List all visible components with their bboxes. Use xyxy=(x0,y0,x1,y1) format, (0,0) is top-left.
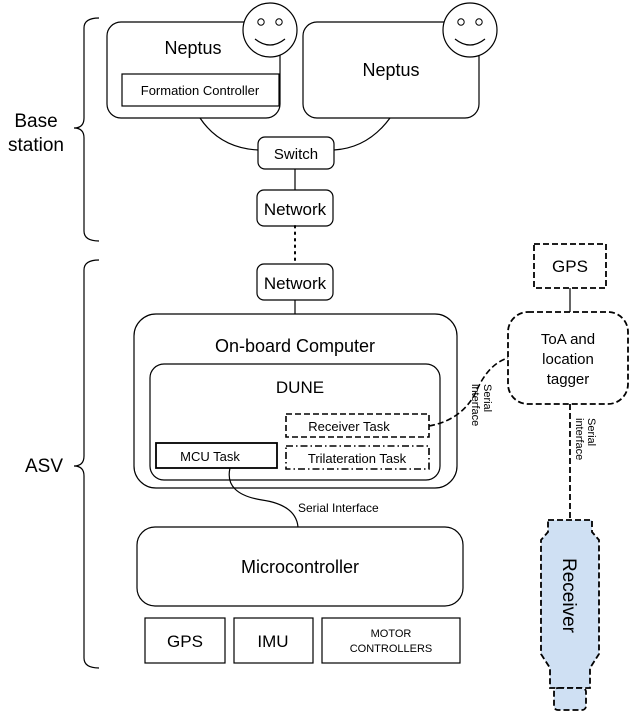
gps-asv-box xyxy=(144,617,226,664)
base-station-label-line1: Base xyxy=(14,111,57,132)
switch-label: Switch xyxy=(274,146,318,163)
motor-controllers-label-line2: CONTROLLERS xyxy=(350,643,433,655)
network-base-label: Network xyxy=(264,200,327,219)
neptus-left-label: Neptus xyxy=(164,38,221,58)
mcu-to-microcontroller-line xyxy=(228,467,299,528)
onboard-computer-label: On-board Computer xyxy=(215,336,375,356)
gps-asv-label: GPS xyxy=(167,632,203,651)
microcontroller-label: Microcontroller xyxy=(241,557,359,577)
neptus-right-box xyxy=(302,21,480,119)
trilateration-task-label: Trilateration Task xyxy=(308,451,407,466)
user-left-smiley-icon xyxy=(242,2,298,58)
serial-interface-left-line1: Serial xyxy=(481,384,493,412)
serial-interface-left-line2: interface xyxy=(469,384,481,426)
motor-controllers-box xyxy=(321,617,461,664)
neptus-left-to-switch-line xyxy=(199,117,259,151)
formation-controller-box xyxy=(121,73,280,107)
mcu-task-label: MCU Task xyxy=(180,449,240,464)
toa-tagger-label-line3: tagger xyxy=(547,371,590,388)
neptus-right-to-switch-line xyxy=(333,117,391,151)
dune-label: DUNE xyxy=(276,378,324,397)
network-asv-label: Network xyxy=(264,274,327,293)
mcu-task-box xyxy=(155,442,278,469)
neptus-right-label: Neptus xyxy=(362,60,419,80)
toa-tagger-label-line1: ToA and xyxy=(541,331,595,348)
receiver-task-label: Receiver Task xyxy=(308,419,390,434)
asv-brace xyxy=(73,259,100,669)
receiver-label: Receiver xyxy=(558,558,579,634)
imu-label: IMU xyxy=(257,632,288,651)
user-right-smiley-icon xyxy=(442,2,498,58)
gps-external-label: GPS xyxy=(552,257,588,276)
receiver-tip xyxy=(553,687,587,711)
receiver-body xyxy=(540,519,600,689)
gps-external-box xyxy=(533,243,607,289)
imu-box xyxy=(233,617,314,664)
base-station-label-line2: station xyxy=(8,135,64,156)
base-station-brace xyxy=(73,17,100,242)
switch-box xyxy=(257,136,335,170)
receiver-task-to-toa-dashed-line xyxy=(428,357,509,427)
asv-label: ASV xyxy=(25,456,63,477)
serial-interface-right-line2: interface xyxy=(573,418,585,460)
serial-interface-right-line1: Serial xyxy=(585,418,597,446)
toa-tagger-box xyxy=(507,311,629,405)
microcontroller-box xyxy=(136,526,464,607)
serial-interface-label: Serial Interface xyxy=(298,501,379,515)
trilateration-task-box xyxy=(285,445,430,470)
motor-controllers-label-line1: MOTOR xyxy=(371,628,412,640)
formation-controller-label: Formation Controller xyxy=(141,83,260,98)
toa-tagger-label-line2: location xyxy=(542,351,594,368)
